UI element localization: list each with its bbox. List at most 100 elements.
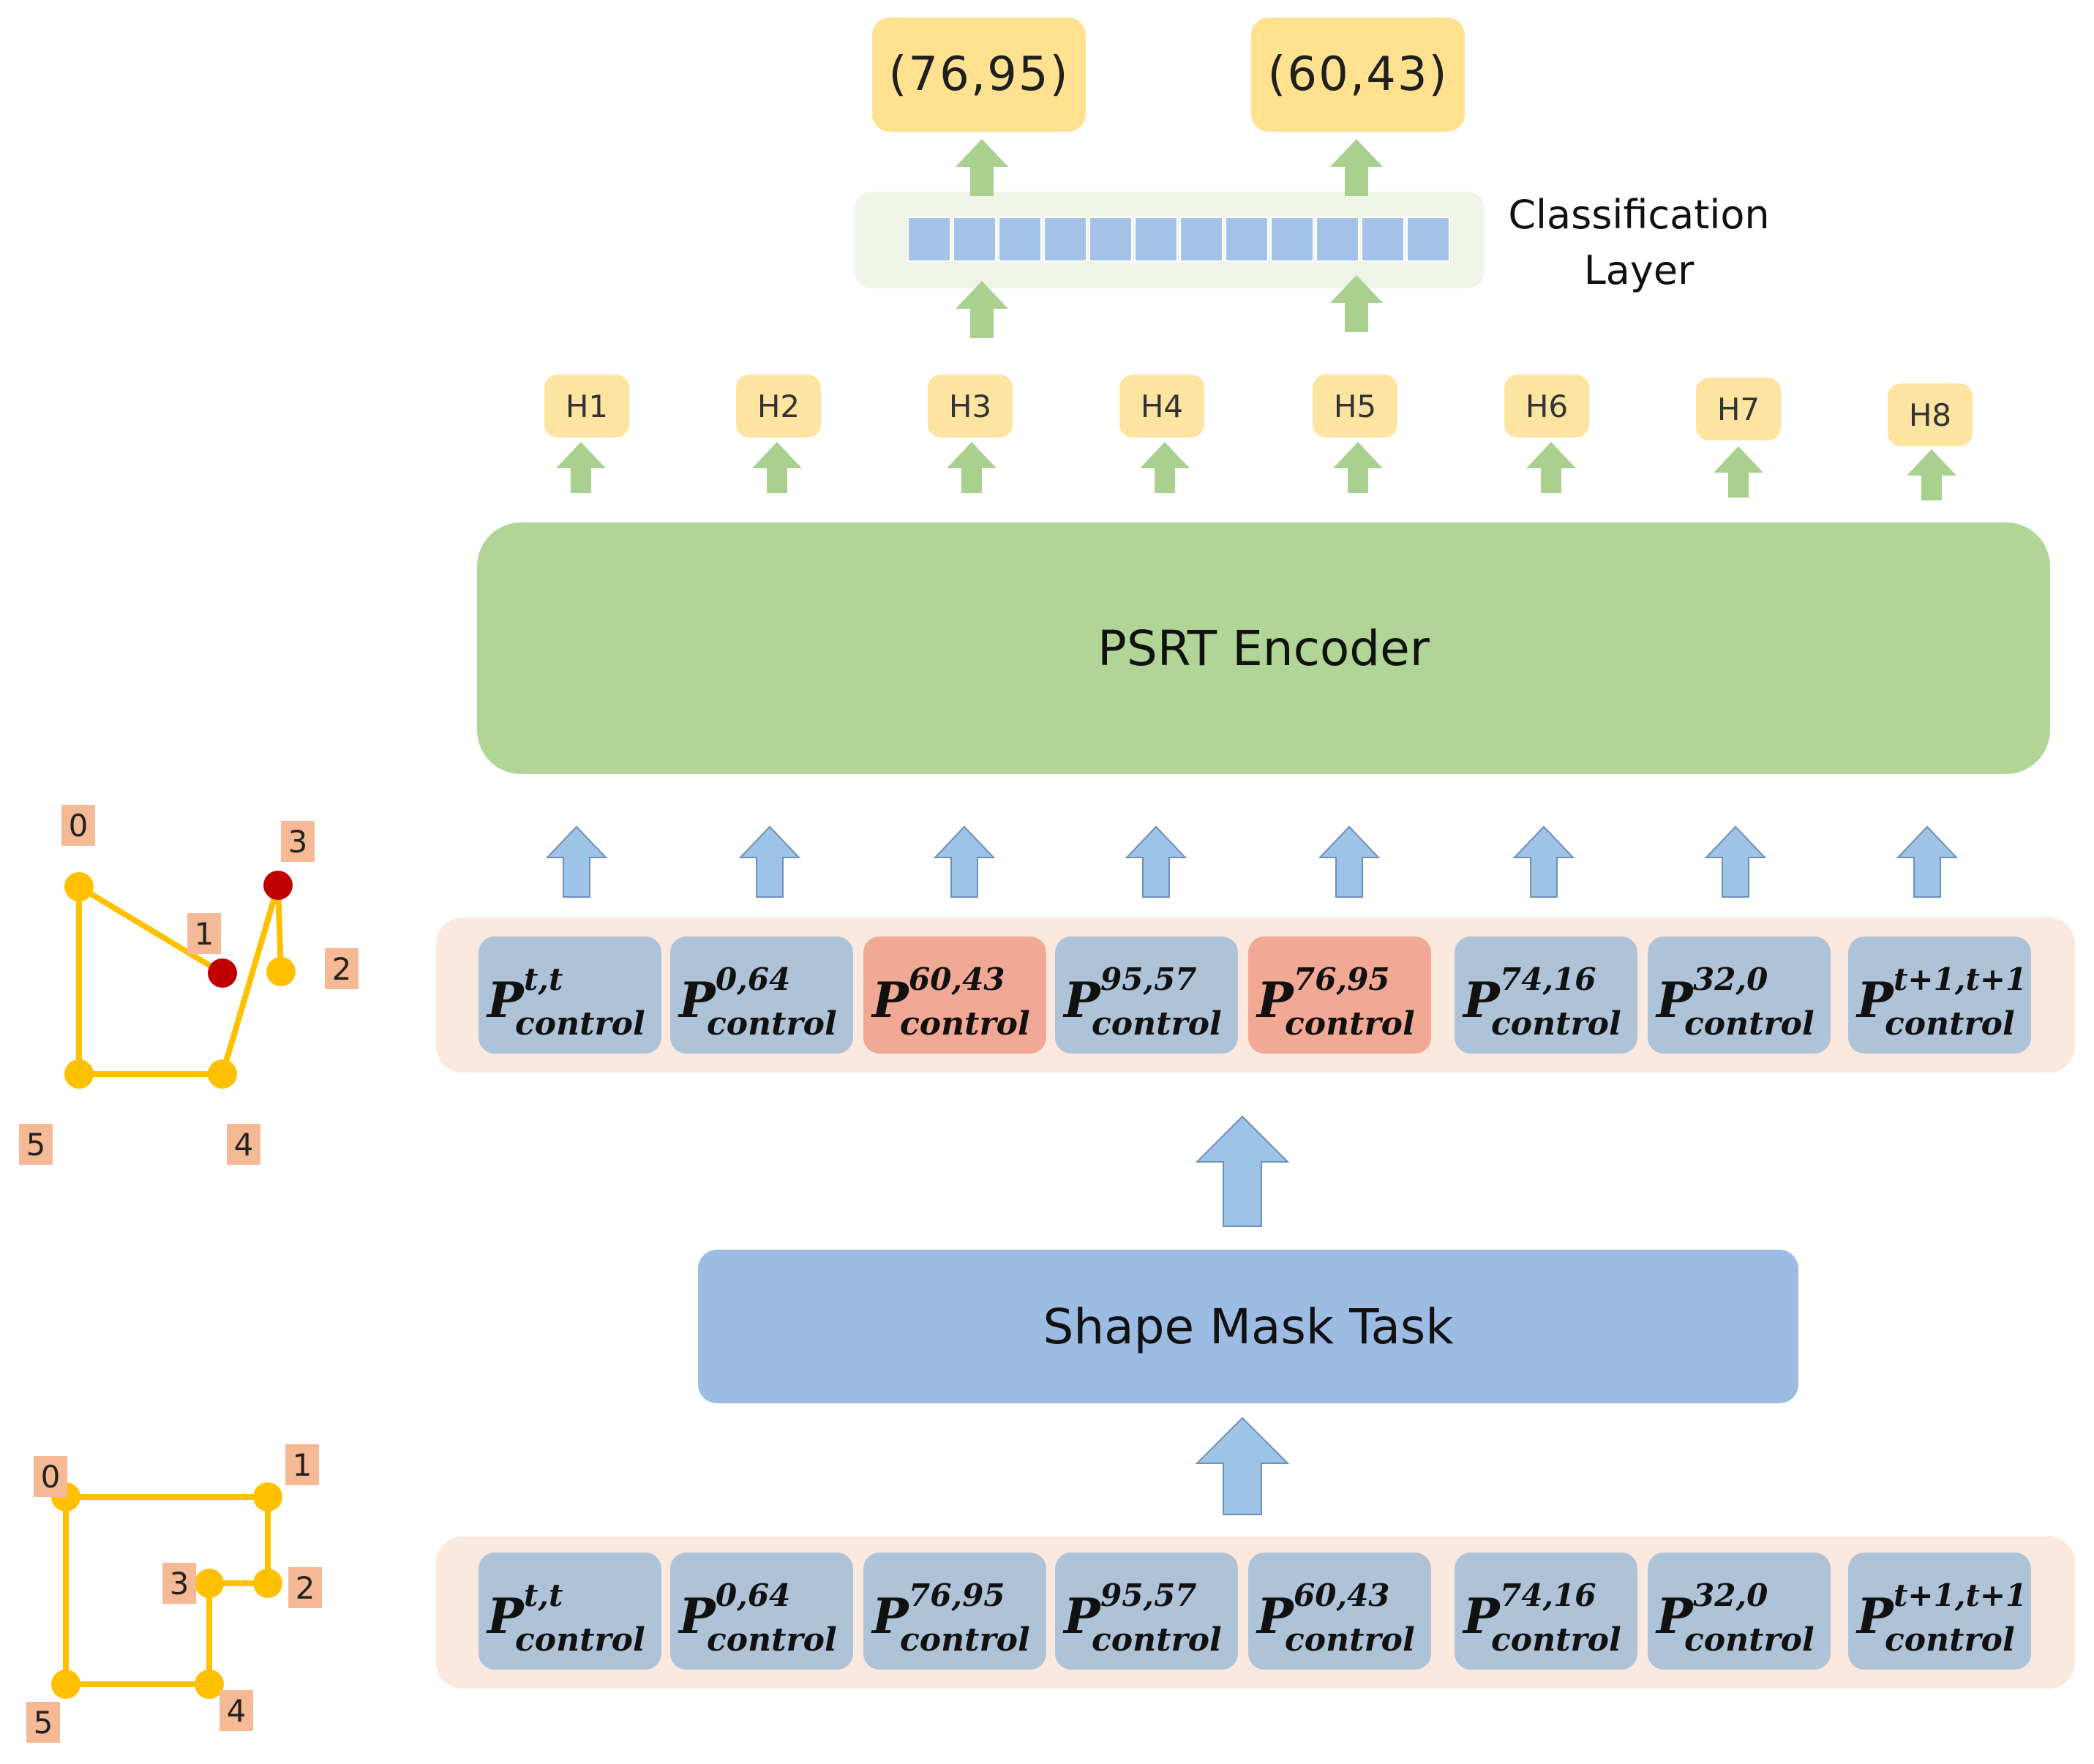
shape-masked-label-0: 0 [61,805,95,846]
shape-masked-label-5: 5 [19,1124,53,1165]
token-subscript: control [707,1005,837,1043]
shape-masked-label-1: 1 [187,913,221,954]
arrow-up-blue-token-6 [1512,825,1575,898]
shape-original-vertex-1 [253,1482,282,1512]
classification-cell [1270,217,1314,262]
token-superscript: 74,16 [1500,961,1596,997]
token-base: P [1656,1588,1693,1645]
token-superscript: t,t [524,961,563,997]
arrow-up-blue-token-4 [1125,825,1187,898]
shape-masked-edges [76,881,284,1077]
shape-masked [64,871,296,1089]
token-base: P [1857,1588,1894,1645]
shape-original-label-4: 4 [219,1690,253,1731]
shape-original-vertex-4 [195,1670,224,1699]
token-base: P [1656,972,1693,1029]
arrow-up-blue-token-2 [738,825,801,898]
arrow-up-green-h4 [1140,442,1190,493]
token-base: P [1064,1588,1100,1645]
classification-cell [1134,217,1178,262]
token-subscript: control [515,1005,645,1043]
shape-original-label-5: 5 [26,1702,60,1743]
token-subscript: control [1885,1005,2015,1043]
shape-original-label-1: 1 [285,1444,319,1485]
token-subscript: control [707,1621,837,1659]
hidden-state-1: H1 [544,375,629,438]
classification-cell [1179,217,1223,262]
token-superscript: 76,95 [909,1577,1005,1613]
classification-cell [1225,217,1269,262]
token-superscript: 76,95 [1294,961,1390,997]
arrow-up-green-h7 [1714,446,1763,498]
classification-layer-label: Classification Layer [1493,187,1785,299]
token-superscript: t+1,t+1 [1894,961,2027,997]
token-superscript: t+1,t+1 [1894,1577,2027,1613]
shape-masked-label-3: 3 [281,821,315,862]
token-subscript: control [900,1005,1030,1043]
arrow-up-green-cls-1 [956,281,1008,338]
token-subscript: control [900,1621,1030,1659]
arrow-up-blue-token-5 [1318,825,1381,898]
hidden-state-6: H6 [1504,375,1589,438]
token-base: P [872,1588,909,1645]
token-subscript: control [1684,1621,1815,1659]
arrow-up-blue-token-3 [933,825,996,898]
arrow-up-blue-mask-out [1195,1115,1290,1227]
token-base: P [1857,972,1894,1029]
token-base: P [1257,972,1294,1029]
hidden-state-3: H3 [928,375,1013,438]
classification-cell [1043,217,1087,262]
token-base: P [872,972,909,1029]
arrow-up-green-h1 [556,442,606,493]
classification-cell [998,217,1042,262]
shape-masked-vertex-1 [208,958,237,988]
arrow-up-green-h3 [947,442,997,493]
shape-masked-label-4: 4 [227,1124,260,1165]
token-superscript: 60,43 [1294,1577,1390,1613]
token-subscript: control [1491,1621,1621,1659]
shape-original-label-2: 2 [288,1567,322,1608]
token-subscript: control [1092,1005,1222,1043]
shape-original-vertex-2 [253,1569,282,1598]
encoder-output-arrows [556,442,1956,500]
psrt-encoder: PSRT Encoder [477,522,2050,774]
classification-label-line1: Classification [1508,192,1770,238]
token-subscript: control [1285,1621,1415,1659]
token-subscript: control [1491,1005,1621,1043]
shape-masked-vertex-2 [266,957,296,986]
arrow-up-green-h2 [752,442,802,493]
token-superscript: 74,16 [1500,1577,1596,1613]
token-base: P [1463,1588,1500,1645]
arrow-up-green-h5 [1333,442,1383,493]
token-subscript: control [1684,1005,1815,1043]
shape-masked-vertex-5 [64,1059,94,1089]
token-superscript: 32,0 [1693,961,1768,997]
token-superscript: 0,64 [716,1577,791,1613]
classification-cell [1089,217,1133,262]
arrow-up-green-cls-2 [1330,275,1383,332]
encoder-input-arrows [545,825,1959,898]
shape-original-label-3: 3 [162,1563,196,1604]
token-subscript: control [1285,1005,1415,1043]
classification-label-line2: Layer [1583,247,1695,293]
shape-mask-task: Shape Mask Task [698,1250,1798,1403]
output-box-1: (76,95) [872,18,1086,132]
token-superscript: t,t [524,1577,563,1613]
token-subscript: control [1885,1621,2015,1659]
token-superscript: 32,0 [1693,1577,1768,1613]
hidden-state-2: H2 [736,375,821,438]
